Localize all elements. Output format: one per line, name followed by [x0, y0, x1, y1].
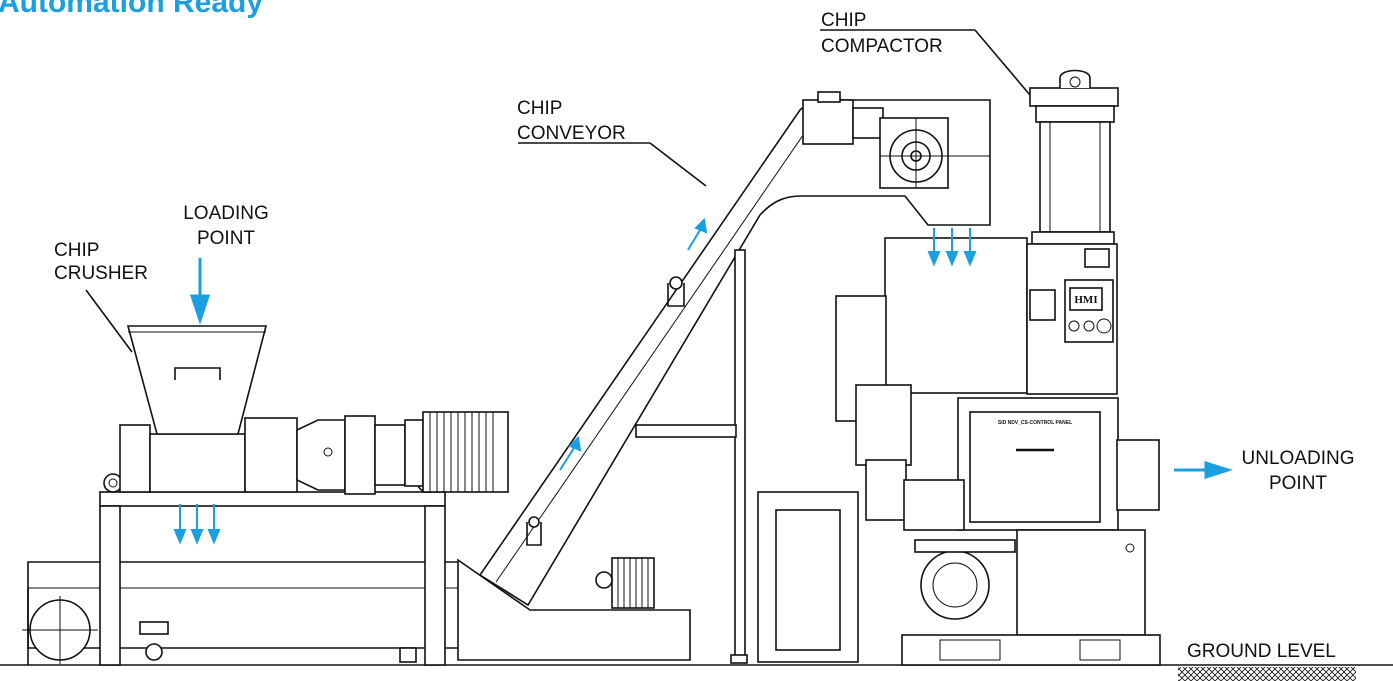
- chip-conveyor-label-line2: CONVEYOR: [517, 123, 626, 144]
- unloading-point-label-line2: POINT: [1269, 473, 1327, 494]
- hopper: [126, 325, 268, 435]
- page-heading: Automation Ready: [0, 0, 264, 19]
- label-ground-level: GROUND LEVEL: [1187, 641, 1336, 662]
- control-panel-label: SID NDV_CS-CONTROL PANEL: [998, 420, 1072, 426]
- label-chip-crusher: CHIP CRUSHER: [54, 240, 148, 284]
- ground-hatch: [1178, 667, 1356, 681]
- label-loading-point: LOADING POINT: [183, 203, 269, 249]
- crusher-discharge-arrows: [173, 504, 221, 545]
- label-unloading-point: UNLOADING POINT: [1242, 448, 1355, 494]
- leader-lines: [85, 29, 1031, 353]
- chip-compactor-label-line1: CHIP: [821, 10, 866, 31]
- loading-point-label-line1: LOADING: [183, 203, 269, 224]
- unloading-point-label-line1: UNLOADING: [1242, 448, 1355, 469]
- chip-compactor: HMI SID NDV_CS-CONTROL PANEL: [757, 69, 1161, 666]
- chip-conveyor-label-line1: CHIP: [517, 98, 562, 119]
- conveyor-flow-arrows: [559, 217, 708, 471]
- chip-compactor-label-line2: COMPACTOR: [821, 36, 943, 57]
- compactor-inlet-arrows: [927, 228, 977, 267]
- loading-arrow: [189, 258, 211, 325]
- loading-point-label-line2: POINT: [197, 228, 255, 249]
- chip-crusher-label-line1: CHIP: [54, 240, 99, 261]
- chip-crusher: [22, 325, 509, 666]
- label-chip-conveyor: CHIP CONVEYOR: [517, 98, 626, 144]
- chip-conveyor: [457, 91, 991, 664]
- unloading-arrow: [1174, 460, 1233, 480]
- hmi-label: HMI: [1074, 294, 1097, 306]
- ground-line: [0, 664, 1393, 681]
- chip-crusher-label-line2: CRUSHER: [54, 263, 148, 284]
- label-chip-compactor: CHIP COMPACTOR: [821, 10, 943, 57]
